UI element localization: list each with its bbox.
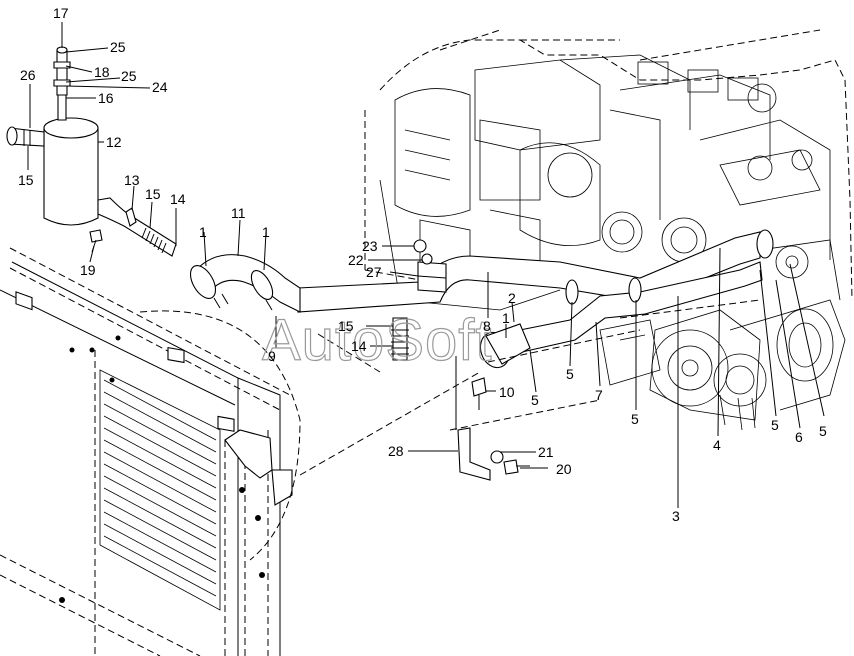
callout-5: 5 [631, 411, 639, 427]
watermark-text: AutoSoft [262, 308, 492, 373]
callout-16: 16 [98, 90, 114, 106]
callout-5: 5 [531, 392, 539, 408]
callout-20: 20 [556, 461, 572, 477]
callout-14: 14 [351, 338, 367, 354]
expansion-tank [6, 46, 177, 257]
callout-24: 24 [152, 79, 168, 95]
callout-5: 5 [819, 423, 827, 439]
callout-18: 18 [94, 64, 110, 80]
callout-3: 3 [672, 508, 680, 524]
callout-labels: 17 25 26 18 25 24 16 12 15 13 15 14 19 1… [18, 5, 827, 524]
assembly-paths [299, 299, 761, 476]
callout-21: 21 [538, 444, 554, 460]
callout-15: 15 [338, 318, 354, 334]
radiator-assembly [0, 247, 301, 656]
callout-8: 8 [483, 318, 491, 334]
leader-lines [27, 22, 825, 508]
callout-1: 1 [502, 310, 510, 326]
callout-1: 1 [262, 224, 270, 240]
callout-22: 22 [348, 252, 364, 268]
callout-1: 1 [199, 224, 207, 240]
callout-13: 13 [124, 172, 140, 188]
callout-10: 10 [499, 384, 515, 400]
callout-6: 6 [795, 429, 803, 445]
callout-23: 23 [362, 238, 378, 254]
callout-28: 28 [388, 443, 404, 459]
callout-5: 5 [566, 366, 574, 382]
callout-25: 25 [110, 39, 126, 55]
callout-9: 9 [268, 348, 276, 364]
callout-19: 19 [80, 262, 96, 278]
callout-2: 2 [508, 290, 516, 306]
callout-15: 15 [18, 172, 34, 188]
callout-14: 14 [170, 191, 186, 207]
callout-7: 7 [595, 387, 603, 403]
callout-12: 12 [106, 134, 122, 150]
callout-5: 5 [771, 417, 779, 433]
callout-11: 11 [231, 205, 246, 221]
callout-26: 26 [20, 67, 36, 83]
callout-15: 15 [145, 186, 161, 202]
callout-27: 27 [366, 264, 382, 280]
coolant-pipe-main [189, 229, 774, 481]
callout-4: 4 [713, 437, 721, 453]
callout-17: 17 [53, 5, 69, 21]
callout-25: 25 [121, 68, 137, 84]
